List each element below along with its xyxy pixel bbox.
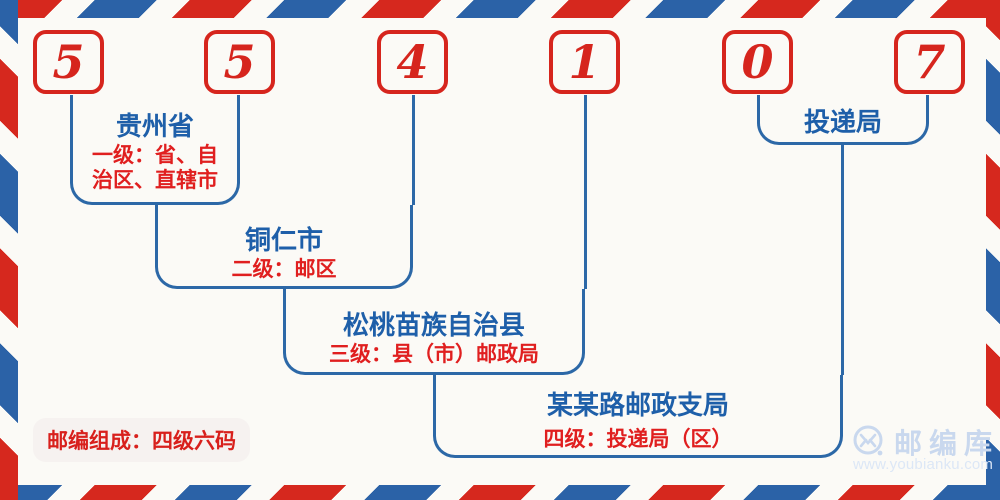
level2-label: 铜仁市 二级：邮区: [155, 226, 413, 282]
bracket-level3: [283, 289, 585, 375]
digit-4: 1: [568, 35, 601, 89]
bracket-delivery-office: [757, 95, 929, 145]
bracket-level4: [433, 375, 843, 458]
digit-box-5: 0: [722, 30, 793, 94]
digit-box-1: 5: [33, 30, 104, 94]
level4-office-name: 某某路邮政支局: [546, 390, 729, 420]
airmail-border-top: [0, 0, 1000, 18]
delivery-office-label: 投递局: [757, 108, 929, 136]
digit-6: 7: [913, 35, 946, 89]
digit-3: 4: [396, 35, 429, 89]
level3-region-name: 松桃苗族自治县: [342, 310, 525, 340]
delivery-office-name: 投递局: [803, 107, 882, 137]
postal-code-composition-note: 邮编组成：四级六码: [33, 418, 250, 462]
envelope-circle-icon: [853, 425, 883, 456]
watermark: 邮编库: [852, 422, 999, 462]
level1-description: 一级：省、自 治区、直辖市: [92, 144, 218, 192]
connector-delivery-to-level4: [841, 145, 844, 375]
airmail-border-right: [986, 0, 1000, 500]
digit-5: 0: [741, 35, 774, 89]
watermark-url: www.youbianku.com: [853, 456, 994, 473]
connector-digit4: [584, 95, 587, 289]
level3-label: 松桃苗族自治县 三级：县（市）邮政局: [283, 311, 585, 367]
digit-1: 5: [52, 35, 85, 89]
digit-box-2: 5: [204, 30, 275, 94]
airmail-border-left: [0, 0, 18, 500]
level1-label: 贵州省 一级：省、自 治区、直辖市: [70, 112, 240, 193]
digit-box-3: 4: [377, 30, 448, 94]
digit-box-4: 1: [549, 30, 620, 94]
watermark-brand: 邮编库: [894, 428, 1000, 459]
level2-description: 二级：邮区: [231, 258, 337, 281]
digit-2: 5: [223, 35, 256, 89]
airmail-border-bottom: [0, 485, 1000, 500]
bracket-level2: [155, 205, 413, 289]
level4-label: 某某路邮政支局 四级：投递局（区）: [433, 391, 843, 452]
level4-description: 四级：投递局（区）: [543, 428, 733, 451]
connector-digit3: [412, 95, 415, 205]
digit-box-6: 7: [894, 30, 965, 94]
level3-description: 三级：县（市）邮政局: [329, 343, 539, 366]
level2-region-name: 铜仁市: [244, 225, 323, 255]
level1-region-name: 贵州省: [115, 111, 194, 141]
bracket-level1: [70, 95, 240, 205]
composition-note-text: 邮编组成：四级六码: [47, 430, 236, 453]
